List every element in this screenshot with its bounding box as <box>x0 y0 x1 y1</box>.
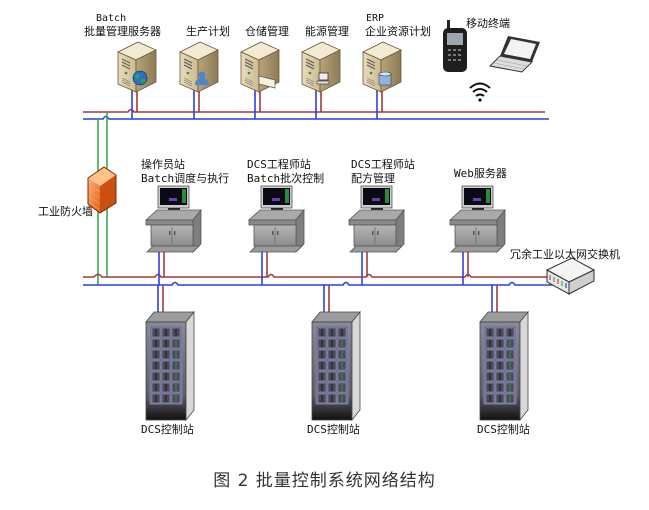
operator-console-3-icon <box>347 185 405 253</box>
server-5-icon <box>362 41 402 93</box>
dcs-cabinet-1-icon <box>145 310 195 422</box>
bottom-red-bus <box>83 273 545 278</box>
figure-caption: 图 2 批量控制系统网络结构 <box>213 471 436 491</box>
dcs-cabinet-3-icon <box>479 310 529 422</box>
operator-console-2-icon <box>247 185 305 253</box>
database-icon <box>378 71 392 86</box>
server-5-label-line2: 企业资源计划 <box>365 25 431 38</box>
switch-label: 冗余工业以太网交换机 <box>510 248 620 261</box>
bottom-blue-bus <box>83 281 560 286</box>
controller-2-label: DCS控制站 <box>307 423 360 436</box>
controller-3-label: DCS控制站 <box>477 423 530 436</box>
server-2-icon <box>179 41 219 93</box>
server-1-label-line1: Batch <box>96 13 127 24</box>
station-3-label-line2: 配方管理 <box>351 172 395 185</box>
workstation-icon <box>316 72 330 85</box>
station-1-label-line2: Batch调度与执行 <box>141 172 230 185</box>
server-2-label: 生产计划 <box>186 25 230 38</box>
station-1-label-line1: 操作员站 <box>141 158 185 171</box>
station-3-label-line1: DCS工程师站 <box>351 158 415 171</box>
laptop-icon <box>488 36 540 73</box>
firewall-label: 工业防火墙 <box>38 205 93 218</box>
server-3-icon <box>240 41 280 93</box>
firewall-icon <box>87 166 117 214</box>
wifi-icon <box>469 82 491 102</box>
server-3-label: 仓储管理 <box>245 25 289 38</box>
server-5-label-line1: ERP <box>366 13 385 24</box>
top-red-bus <box>83 108 545 113</box>
server-1-icon <box>117 41 157 93</box>
controller-1-label: DCS控制站 <box>141 423 194 436</box>
station-2-label-line1: DCS工程师站 <box>247 158 311 171</box>
network-lines <box>83 88 560 314</box>
user-icon <box>195 71 209 85</box>
server-4-label: 能源管理 <box>305 25 349 38</box>
dcs-cabinet-2-icon <box>311 310 361 422</box>
mobile-phone-icon <box>443 20 467 72</box>
globe-icon <box>132 70 148 86</box>
operator-console-1-icon <box>144 185 202 253</box>
document-icon <box>258 75 276 89</box>
station-4-label: Web服务器 <box>454 167 507 180</box>
network-switch-icon <box>545 257 596 295</box>
top-blue-bus <box>83 115 549 120</box>
operator-console-4-icon <box>448 185 506 253</box>
mobile-terminal-label: 移动终端 <box>466 17 510 30</box>
server-1-label-line2: 批量管理服务器 <box>84 25 161 38</box>
server-4-icon <box>301 41 341 93</box>
station-2-label-line2: Batch批次控制 <box>247 172 325 185</box>
